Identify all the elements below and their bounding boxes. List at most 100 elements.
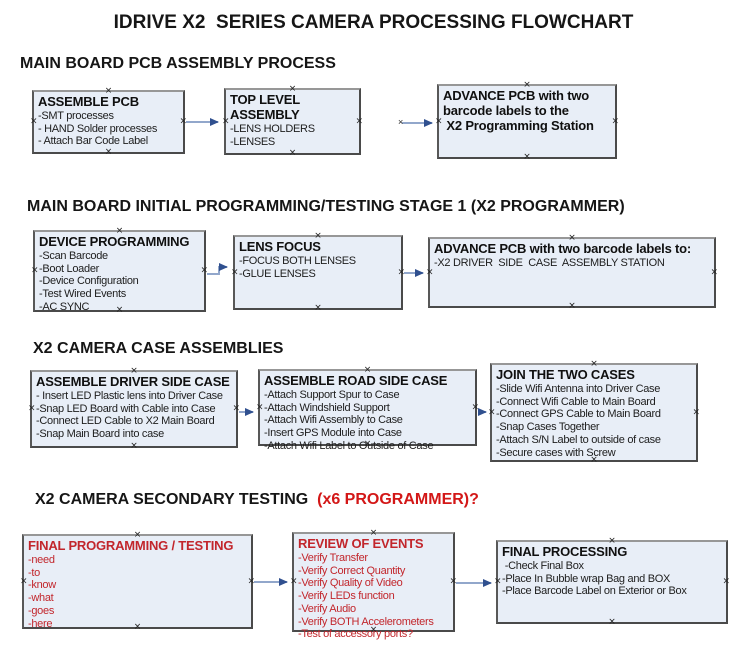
process-step: -here — [28, 617, 53, 630]
process-step: -know — [28, 579, 56, 592]
process-step: -Verify Transfer — [298, 552, 368, 564]
anchor-mark: × — [20, 576, 28, 586]
process-step: -Boot Loader — [39, 262, 99, 275]
flow-box-final-processing: FINAL PROCESSING -Check Final Box-Place … — [494, 536, 730, 627]
heading-red-suffix: (x6 PROGRAMMER)? — [317, 491, 479, 508]
anchor-mark: × — [288, 84, 297, 94]
anchor-mark: × — [28, 403, 36, 414]
anchor-mark: × — [130, 366, 138, 376]
anchor-mark: × — [104, 86, 113, 96]
box-steps: -Attach Support Spur to Case-Attach Wind… — [264, 389, 472, 453]
process-step: -Insert GPS Module into Case — [264, 427, 402, 440]
anchor-mark: × — [231, 267, 239, 277]
anchor-mark: × — [355, 116, 363, 126]
process-step: - HAND Solder processes — [38, 122, 158, 135]
box-title: LENS FOCUS — [239, 239, 321, 254]
process-step: -to — [28, 566, 40, 579]
process-step: -Secure cases with Screw — [496, 446, 616, 459]
process-step: -GLUE LENSES — [239, 267, 316, 280]
process-step: -Connect Wifi Cable to Main Board — [496, 395, 656, 408]
anchor-mark: × — [133, 530, 142, 540]
anchor-mark: × — [568, 301, 576, 311]
anchor-mark: × — [115, 226, 124, 236]
process-step: -Verify Quality of Video — [298, 577, 403, 590]
box-title: ASSEMBLE PCB — [38, 94, 139, 109]
box-steps: -FOCUS BOTH LENSES-GLUE LENSES — [239, 255, 398, 280]
flow-box-review-of-events: REVIEW OF EVENTS -Verify Transfer -Verify… — [290, 528, 457, 641]
section-heading-pcb-assembly: MAIN BOARD PCB ASSEMBLY PROCESS — [20, 55, 336, 72]
process-step: -Attach Windshield Support — [264, 401, 390, 414]
process-step: -X2 DRIVER SIDE CASE ASSEMBLY STATION — [434, 257, 665, 269]
process-step: - Attach Bar Code Label — [38, 135, 148, 148]
anchor-mark: × — [314, 303, 322, 313]
box-steps: -Slide Wifi Antenna into Driver Case-Con… — [496, 383, 693, 459]
page-title: IDRIVE X2 SERIES CAMERA PROCESSING FLOWC… — [113, 12, 634, 33]
process-step: -goes — [28, 604, 55, 617]
box-steps: -X2 DRIVER SIDE CASE ASSEMBLY STATION — [434, 257, 711, 270]
process-step: -Check Final Box — [502, 560, 584, 572]
anchor-mark: × — [30, 116, 38, 127]
anchor-mark: × — [314, 231, 322, 241]
anchor-mark: × — [523, 152, 531, 162]
anchor-mark: × — [449, 576, 457, 587]
process-step: - Insert LED Plastic lens into Driver Ca… — [36, 390, 223, 402]
process-step: -Verify BOTH Accelerometers — [298, 615, 434, 628]
anchor-mark: × — [288, 148, 297, 158]
anchor-mark: × — [488, 407, 496, 417]
anchor-mark: × — [115, 305, 124, 315]
process-step: -Attach Wifi Assembly to Case — [264, 414, 403, 427]
process-step: -Connect GPS Cable to Main Board — [496, 408, 661, 421]
section-heading-initial-programming: MAIN BOARD INITIAL PROGRAMMING/TESTING S… — [27, 198, 625, 215]
process-step: -Verify Audio — [298, 602, 356, 615]
anchor-mark: × — [611, 116, 619, 126]
anchor-mark: × — [104, 147, 113, 157]
anchor-mark: × — [590, 455, 598, 465]
anchor-mark: × — [222, 116, 230, 126]
anchor-mark: × — [363, 439, 372, 449]
anchor-mark: × — [608, 536, 616, 546]
box-steps: -need-to-know-what-goes-here — [28, 554, 248, 630]
anchor-mark: × — [200, 265, 208, 276]
flow-box-lens-focus: LENS FOCUS -FOCUS BOTH LENSES-GLUE LENSE… — [231, 231, 405, 313]
anchor-mark: × — [710, 267, 718, 277]
section-heading-secondary-testing: X2 CAMERA SECONDARY TESTING (x6 PROGRAMM… — [35, 491, 479, 508]
anchor-mark: × — [397, 267, 405, 277]
flow-box-advance-pcb-to-driver-side-station: ADVANCE PCB with two barcode labels to: … — [426, 233, 718, 311]
anchor-mark: × — [133, 622, 142, 632]
process-step: -Attach Support Spur to Case — [264, 389, 400, 401]
process-step: -Snap Main Board into case — [36, 428, 164, 441]
anchor-mark: × — [256, 402, 264, 412]
anchor-mark: × — [290, 576, 298, 587]
anchor-mark: × — [590, 359, 598, 369]
box-title: DEVICE PROGRAMMING — [39, 234, 190, 249]
connector-arrow — [207, 263, 228, 275]
section-heading-case-assemblies: X2 CAMERA CASE ASSEMBLIES — [33, 340, 284, 357]
anchor-mark: × — [369, 528, 378, 538]
box-steps: - Insert LED Plastic lens into Driver Ca… — [36, 390, 233, 441]
process-step: -Connect LED Cable to X2 Main Board — [36, 415, 215, 428]
anchor-mark: × — [232, 403, 240, 414]
process-step: -Attach Wifi Label to Outside of Case — [264, 439, 434, 452]
box-title: JOIN THE TWO CASES — [496, 367, 635, 382]
anchor-mark: × — [568, 233, 576, 243]
box-steps: -Check Final Box-Place In Bubble wrap Ba… — [502, 560, 723, 598]
anchor-mark: × — [722, 576, 730, 587]
process-step: -Place In Bubble wrap Bag and BOX — [502, 572, 671, 585]
process-step: -Attach S/N Label to outside of case — [496, 433, 661, 446]
process-step: -Verify LEDs function — [298, 590, 395, 603]
anchor-mark: × — [471, 402, 479, 412]
flow-box-device-programming: DEVICE PROGRAMMING -Scan Barcode-Boot Lo… — [31, 226, 208, 315]
box-title: TOP LEVEL ASSEMBLY — [230, 92, 303, 122]
anchor-mark: × — [435, 116, 443, 126]
flow-box-final-programming-testing: FINAL PROGRAMMING / TESTING -need-to-kno… — [20, 530, 255, 632]
connector-endpoint-mark: × — [398, 117, 404, 127]
process-step: -LENS HOLDERS — [230, 123, 315, 135]
process-step: -Snap Cases Together — [496, 421, 600, 434]
process-step: -need — [28, 554, 55, 566]
box-title: ASSEMBLE DRIVER SIDE CASE — [36, 374, 230, 389]
box-title: REVIEW OF EVENTS — [298, 536, 424, 551]
process-step: -Device Configuration — [39, 275, 139, 288]
process-step: -Scan Barcode — [39, 250, 108, 262]
box-title: ASSEMBLE ROAD SIDE CASE — [264, 373, 448, 388]
anchor-mark: × — [363, 365, 372, 375]
